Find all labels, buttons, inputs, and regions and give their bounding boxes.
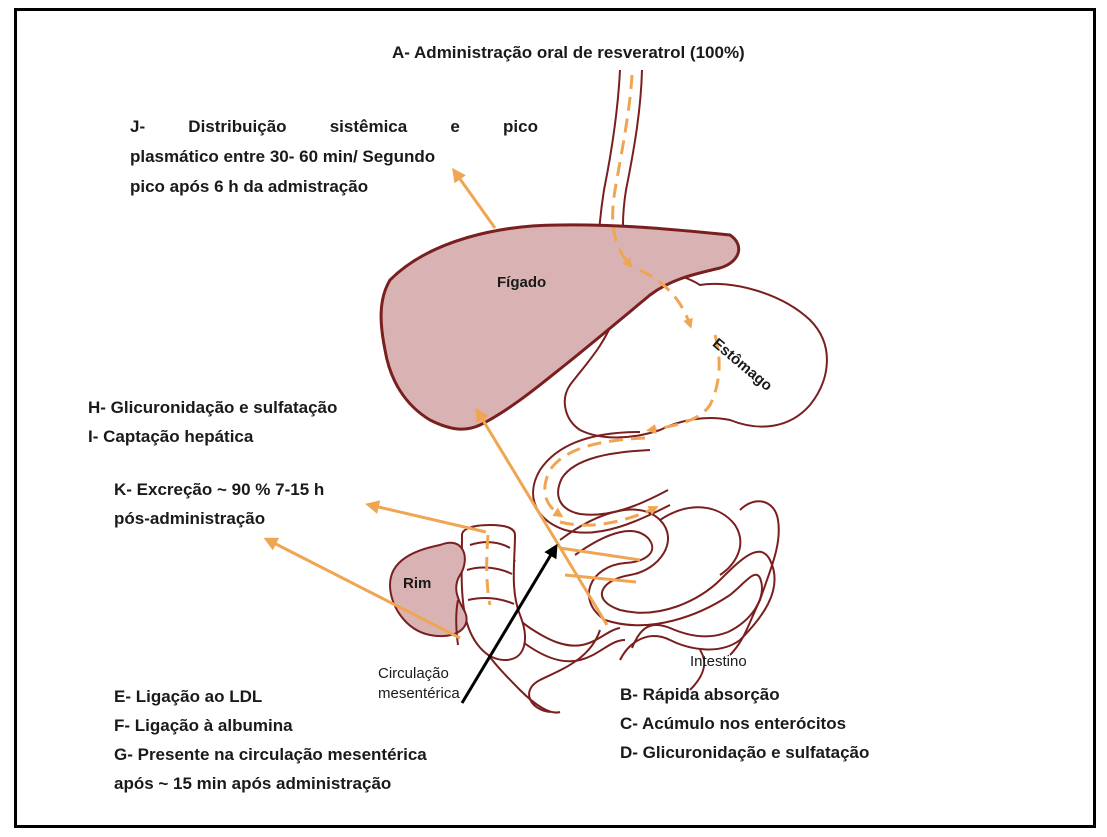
label-j-line1: J- Distribuição sistêmica e pico [130, 112, 538, 142]
organ-kidney-label: Rim [403, 575, 431, 592]
label-k-line2: pós-administração [114, 504, 265, 534]
label-j-line3: pico após 6 h da admistração [130, 172, 538, 202]
label-j: J- Distribuição sistêmica e pico plasmát… [130, 112, 538, 202]
label-c: C- Acúmulo nos enterócitos [620, 709, 846, 739]
label-k-line1: K- Excreção ~ 90 % 7-15 h [114, 475, 324, 505]
label-a: A- Administração oral de resveratrol (10… [392, 38, 745, 68]
label-g-line2: após ~ 15 min após administração [114, 769, 391, 799]
organ-liver-label: Fígado [497, 274, 546, 291]
label-g-line1: G- Presente na circulação mesentérica [114, 740, 427, 770]
mesenteric-label-line1: Circulação [378, 664, 449, 684]
label-d: D- Glicuronidação e sulfatação [620, 738, 869, 768]
label-f: F- Ligação à albumina [114, 711, 293, 741]
mesenteric-label-line2: mesentérica [378, 684, 460, 704]
duodenum [533, 432, 670, 533]
colon [462, 525, 525, 660]
arrow-to-K [370, 505, 486, 532]
organ-intestine-label: Intestino [690, 652, 747, 672]
label-i: I- Captação hepática [88, 422, 253, 452]
label-j-line2: plasmático entre 30- 60 min/ Segundo [130, 142, 538, 172]
label-b: B- Rápida absorção [620, 680, 780, 710]
label-h: H- Glicuronidação e sulfatação [88, 393, 337, 423]
label-e: E- Ligação ao LDL [114, 682, 262, 712]
